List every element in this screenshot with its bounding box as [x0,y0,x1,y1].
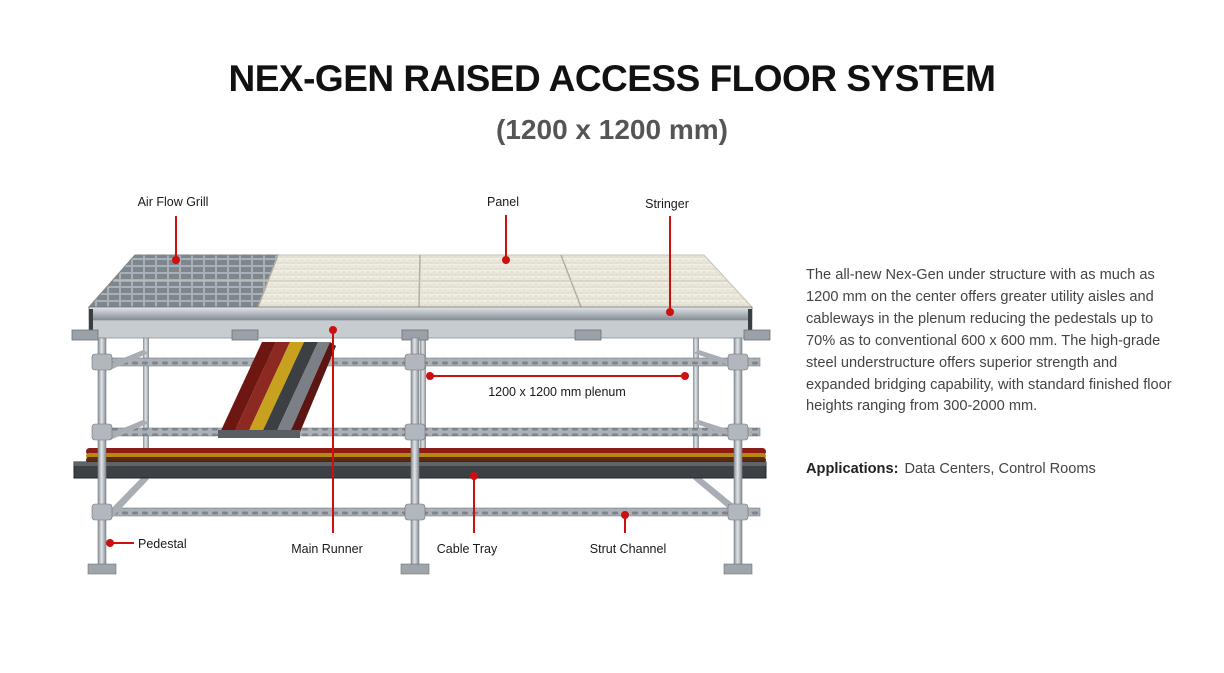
leader-lines [106,215,689,547]
label-strut-channel: Strut Channel [590,542,666,556]
front-pedestals [87,337,753,575]
floor-panels [87,254,754,339]
label-air-flow-grill: Air Flow Grill [138,195,209,209]
label-pedestal: Pedestal [138,537,187,551]
cable-bundle [218,342,336,438]
label-main-runner: Main Runner [291,542,363,556]
page-title: NEX-GEN RAISED ACCESS FLOOR SYSTEM [228,58,996,99]
applications-line: Applications: Data Centers, Control Rooms [806,461,1096,477]
page-subtitle: (1200 x 1200 mm) [496,114,728,145]
applications-value: Data Centers, Control Rooms [904,461,1096,477]
label-cable-tray: Cable Tray [437,542,498,556]
raised-floor-diagram: Air Flow Grill Panel Stringer 1200 x 120… [71,195,771,575]
label-plenum: 1200 x 1200 mm plenum [488,385,626,399]
back-pedestals [143,338,699,458]
strut-channel-rail [99,507,761,517]
label-panel: Panel [487,195,519,209]
label-stringer: Stringer [645,197,689,211]
cable-tray [73,448,767,479]
system-description: The all-new Nex-Gen under structure with… [806,267,1172,415]
applications-label: Applications: [806,461,899,477]
stringer-beam [88,306,753,321]
